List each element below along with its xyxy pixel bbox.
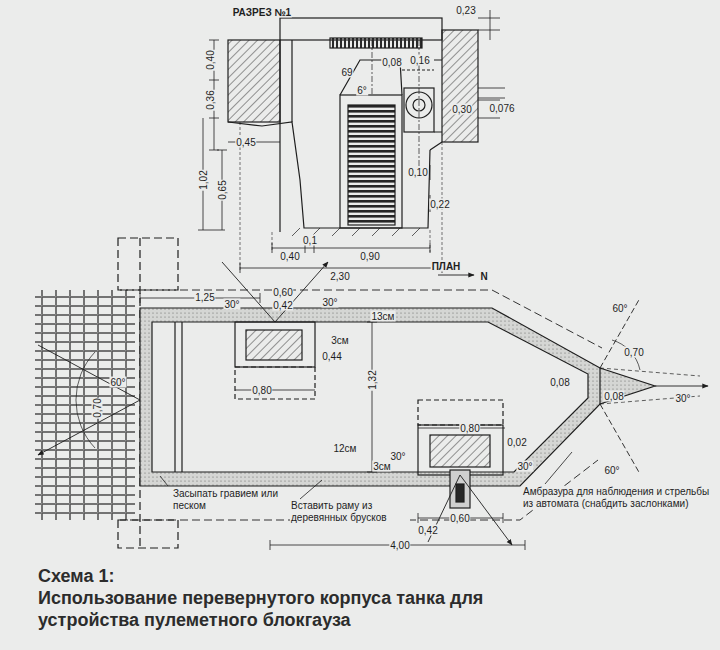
- dimension-label: 0,08: [381, 57, 402, 68]
- dimension-label: 0,10: [407, 167, 428, 178]
- dimension-label: 60°: [109, 377, 126, 388]
- dimension-label: 0,60: [449, 513, 470, 524]
- dimension-label: 60°: [611, 303, 628, 314]
- dimension-label: 0,70: [623, 347, 644, 358]
- dimension-label: 0,80: [459, 423, 480, 434]
- dimension-label: 2,30: [329, 271, 350, 282]
- figure-number: Схема 1:: [38, 566, 538, 588]
- dimension-label: 1,02: [198, 169, 209, 190]
- dimension-label: 0,36: [205, 89, 216, 110]
- dimension-label: 0,42: [417, 525, 438, 536]
- dimension-label: 0,23: [455, 5, 476, 16]
- dimension-label: 30°: [321, 297, 338, 308]
- dimension-label: 0,42: [272, 300, 293, 311]
- note-text: Амбразура для наблюдения и стрельбы из а…: [522, 486, 716, 509]
- note-text: Вставить раму из деревянных брусков: [290, 500, 410, 523]
- dimension-label: 0,44: [321, 351, 342, 362]
- dimension-label: 0,02: [506, 437, 527, 448]
- dimension-label: 60°: [603, 465, 620, 476]
- dimension-label: 0,08: [549, 377, 570, 388]
- view-heading: N: [479, 271, 488, 282]
- note-text: Засыпать гравием или песком: [172, 488, 279, 511]
- dimension-label: 69: [340, 67, 353, 78]
- dimension-label: 0,80: [251, 385, 272, 396]
- view-heading: РАЗРЕЗ №1: [232, 7, 292, 18]
- figure-caption: Использование перевернутого корпуса танк…: [38, 588, 488, 631]
- dimension-label: 12см: [333, 443, 358, 454]
- dimension-label: 1,32: [367, 369, 378, 390]
- dimension-label: 13см: [371, 311, 396, 322]
- dimension-label: 6°: [356, 85, 368, 96]
- dimension-label: 4,00: [389, 540, 410, 551]
- dimension-label: 1,25: [194, 292, 215, 303]
- dimension-label: 0,1: [302, 235, 318, 246]
- dimension-label: 30°: [516, 461, 533, 472]
- dimension-label: 0,70: [92, 397, 103, 418]
- dimension-label: 0,90: [359, 251, 380, 262]
- dimension-label: 0,45: [235, 137, 256, 148]
- dimension-label: 0,60: [272, 287, 293, 298]
- dimension-label: 0,076: [488, 103, 515, 114]
- dimension-label: 0,30: [451, 104, 472, 115]
- dimension-label: 0,40: [205, 49, 216, 70]
- dimension-label: 3см: [372, 461, 391, 472]
- dimension-label: 0,08: [603, 391, 624, 402]
- dimension-label: 0,40: [279, 251, 300, 262]
- dimension-label: 0,16: [409, 55, 430, 66]
- dimension-label: 30°: [674, 393, 691, 404]
- dimension-label: 0,22: [429, 199, 450, 210]
- dimension-label: 30°: [223, 299, 240, 310]
- dimension-label: 3см: [330, 335, 349, 346]
- dimension-label: 0,65: [217, 179, 228, 200]
- view-heading: ПЛАН: [431, 261, 462, 272]
- dimension-label: 30°: [389, 451, 406, 462]
